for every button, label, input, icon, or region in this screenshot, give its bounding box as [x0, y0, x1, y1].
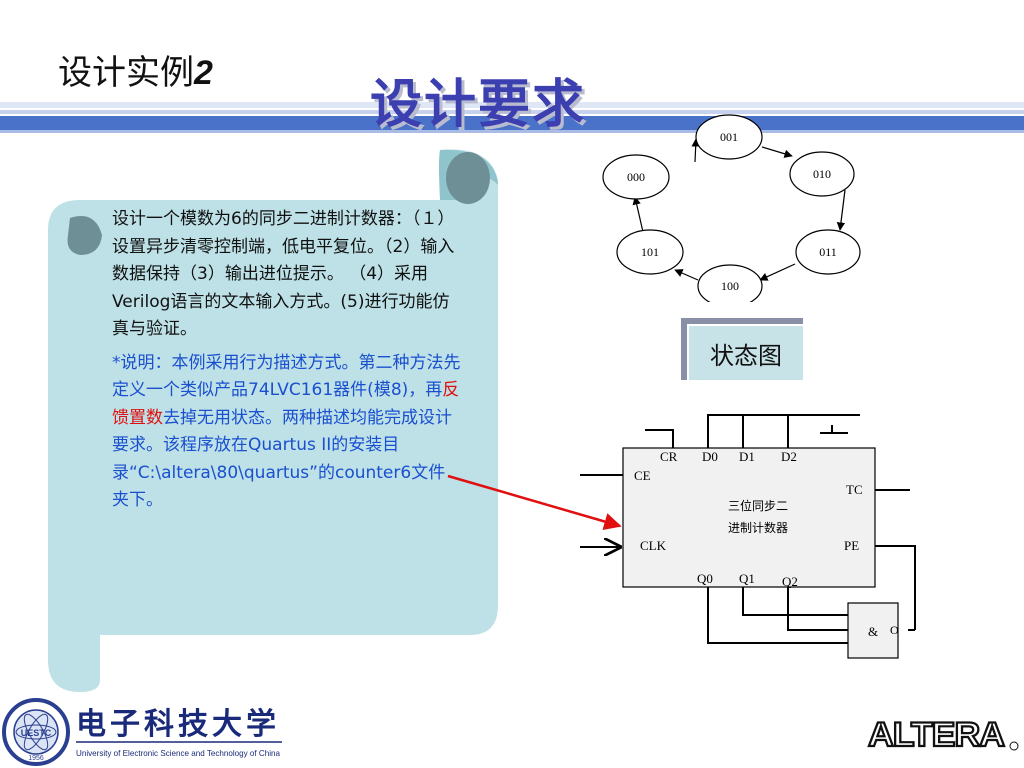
- state-node-100: 100: [697, 264, 763, 302]
- state-node-001: 001: [695, 114, 763, 160]
- note-part-1: *说明：本例采用行为描述方式。第二种方法先定义一个类似产品74LVC161器件(…: [112, 352, 461, 401]
- state-diagram: 001 010 011 100 101 000: [602, 114, 861, 302]
- pin-d2: D2: [781, 449, 797, 464]
- requirements-text: 设计一个模数为6的同步二进制计数器：（１）设置异步清零控制端，低电平复位。（2）…: [112, 209, 455, 339]
- seal-text: UESTC: [21, 728, 52, 738]
- state-label-011: 011: [819, 245, 837, 259]
- state-label-001: 001: [720, 130, 738, 144]
- pin-ce: CE: [634, 468, 651, 483]
- and-gate-symbol: &: [868, 624, 878, 639]
- state-label-100: 100: [721, 279, 739, 293]
- note-text: *说明：本例采用行为描述方式。第二种方法先定义一个类似产品74LVC161器件(…: [112, 350, 462, 515]
- university-name-cn: 电子科技大学: [76, 707, 280, 742]
- heading-prefix: 设计实例: [58, 53, 194, 93]
- block-label-line1: 三位同步二: [728, 498, 788, 513]
- block-label-line2: 进制计数器: [728, 520, 788, 535]
- state-label-010: 010: [813, 167, 831, 181]
- seal-year: 1956: [28, 755, 44, 762]
- university-name-en: University of Electronic Science and Tec…: [76, 748, 280, 758]
- counter-circuit: CR D0 D1 D2 CE CLK TC PE Q0 Q1 Q2 三位同步二 …: [580, 414, 916, 659]
- note-highlight: 反馈置数: [112, 380, 460, 428]
- pin-q0: Q0: [697, 571, 713, 586]
- state-node-101: 101: [616, 229, 684, 275]
- pin-q2: Q2: [782, 574, 798, 589]
- state-node-000: 000: [602, 154, 670, 200]
- pin-d0: D0: [702, 449, 718, 464]
- heading-number: 2: [194, 54, 213, 92]
- slide-heading: 设计实例2: [58, 45, 213, 94]
- description-block: 设计一个模数为6的同步二进制计数器：（１）设置异步清零控制端，低电平复位。（2）…: [112, 206, 462, 515]
- pin-d1: D1: [739, 449, 755, 464]
- state-node-011: 011: [795, 229, 861, 275]
- page-title: 设计要求: [370, 75, 587, 135]
- pin-clk: CLK: [640, 538, 667, 553]
- pin-q1: Q1: [739, 571, 755, 586]
- university-seal-icon: UESTC 1956: [2, 698, 70, 766]
- header-stripes: [0, 102, 1024, 133]
- pin-tc: TC: [846, 482, 863, 497]
- vendor-name: ALTERA: [868, 716, 1004, 754]
- state-label-000: 000: [627, 170, 645, 184]
- state-diagram-caption: 状态图: [687, 324, 803, 380]
- state-label-101: 101: [641, 245, 659, 259]
- scroll-banner: [48, 149, 498, 692]
- pin-cr: CR: [660, 449, 678, 464]
- altera-logo: ALTERA: [866, 714, 1019, 755]
- state-node-010: 010: [789, 151, 855, 197]
- pin-pe: PE: [844, 538, 859, 553]
- and-gate-output: O: [890, 623, 899, 637]
- red-pointer-arrow: [447, 474, 622, 531]
- university-logo: UESTC 1956 电子科技大学 University of Electron…: [2, 698, 282, 766]
- note-part-2: 去掉无用状态。两种描述均能完成设计要求。该程序放在Quartus II的安装目录…: [112, 407, 452, 511]
